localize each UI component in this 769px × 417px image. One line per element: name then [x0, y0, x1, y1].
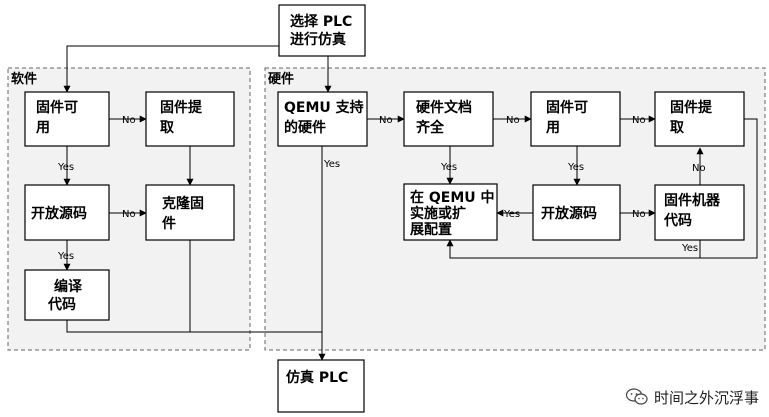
edge-hw-machine-yes: [446, 239, 701, 259]
node-hw-docs-complete-line-1: 硬件文档: [416, 99, 472, 116]
edge-label-yes: Yes: [57, 251, 74, 262]
node-hw-qemu-support-line-1: QEMU 支持: [284, 99, 364, 116]
node-start-line-2: 进行仿真: [290, 31, 346, 48]
edge-sw-compile-to-end: [66, 320, 322, 333]
edge-label-no: No: [122, 209, 136, 220]
edge-label-no: No: [506, 115, 520, 126]
watermark: 时间之外沉浮事: [625, 383, 759, 411]
node-sw-open-source-box: [24, 184, 110, 241]
node-hw-firmware-machine-code-line-1: 固件机器: [664, 192, 721, 209]
edge-label-yes: Yes: [503, 209, 520, 220]
node-hw-firmware-available-line-1: 固件可: [546, 99, 588, 116]
node-hw-qemu-support-box: [277, 91, 368, 147]
edge-label-no: No: [379, 115, 393, 126]
node-hw-firmware-extract-line-2: 取: [670, 120, 685, 136]
node-sw-firmware-available-line-1: 固件可: [36, 99, 78, 116]
node-sw-open-source: 开放源码: [24, 184, 110, 241]
node-start-box: [278, 4, 366, 57]
edge-label-no: No: [122, 115, 136, 126]
software-region-label: 软件: [11, 71, 37, 87]
node-sw-firmware-extract-line-2: 取: [160, 120, 175, 136]
node-sw-firmware-available-box: [24, 91, 110, 147]
node-sw-clone-firmware-line-1: 克隆固: [162, 195, 204, 212]
node-hw-open-source: 开放源码: [532, 184, 621, 241]
node-hw-implement-qemu-line-3: 展配置: [410, 221, 452, 238]
edge-hw-extract-loop: [700, 118, 758, 259]
node-sw-compile-code-box: [24, 269, 110, 321]
wechat-icon: [625, 388, 648, 405]
node-hw-firmware-extract-line-1: 固件提: [670, 99, 713, 116]
node-hw-open-source-line-1: 开放源码: [541, 205, 597, 222]
edge-label-yes: Yes: [567, 162, 584, 173]
node-end: 仿真 PLC: [277, 359, 365, 413]
node-sw-firmware-extract-box: [145, 91, 235, 147]
edge-label-no: No: [632, 209, 646, 220]
node-sw-open-source-line-1: 开放源码: [31, 205, 87, 222]
watermark-text: 时间之外沉浮事: [653, 388, 759, 407]
node-start-line-1: 选择 PLC: [290, 13, 352, 30]
node-hw-firmware-machine-code-line-2: 代码: [663, 212, 692, 229]
edge-label-no: No: [632, 115, 646, 126]
node-hw-implement-qemu-line-2: 实施或扩: [410, 205, 466, 222]
node-hw-firmware-extract-box: [654, 91, 745, 147]
node-hw-firmware-available-box: [530, 91, 621, 147]
edge-start-to-sw-firmware: [63, 45, 279, 93]
node-hw-firmware-machine-code-box: [654, 184, 745, 241]
node-hw-open-source-box: [532, 184, 621, 241]
node-sw-firmware-extract-line-1: 固件提: [160, 99, 203, 116]
edge-label-yes: Yes: [440, 162, 457, 173]
hardware-region-label: 硬件: [268, 71, 294, 87]
node-sw-firmware-available-line-2: 用: [36, 120, 50, 136]
node-end-box: [277, 359, 365, 413]
edge-label-yes: Yes: [681, 243, 698, 254]
edge-label-yes: Yes: [57, 162, 74, 173]
node-hw-qemu-support-line-2: 的硬件: [284, 119, 326, 136]
node-sw-compile-code-line-2: 代码: [47, 296, 76, 313]
node-hw-firmware-available-line-2: 用: [546, 120, 560, 136]
node-hw-docs-complete-box: [403, 91, 494, 147]
edge-label-yes: Yes: [323, 159, 340, 170]
node-hw-implement-qemu-box: [403, 183, 498, 241]
node-sw-clone-firmware-box: [145, 184, 235, 241]
node-sw-clone-firmware-line-2: 件: [162, 215, 176, 232]
node-end-line-1: 仿真 PLC: [286, 369, 348, 386]
node-hw-implement-qemu-line-1: 在 QEMU 中: [410, 189, 495, 206]
node-hw-docs-complete-line-2: 齐全: [416, 119, 445, 136]
edge-label-no: No: [692, 163, 706, 174]
node-sw-compile-code-line-1: 编译: [54, 278, 83, 295]
